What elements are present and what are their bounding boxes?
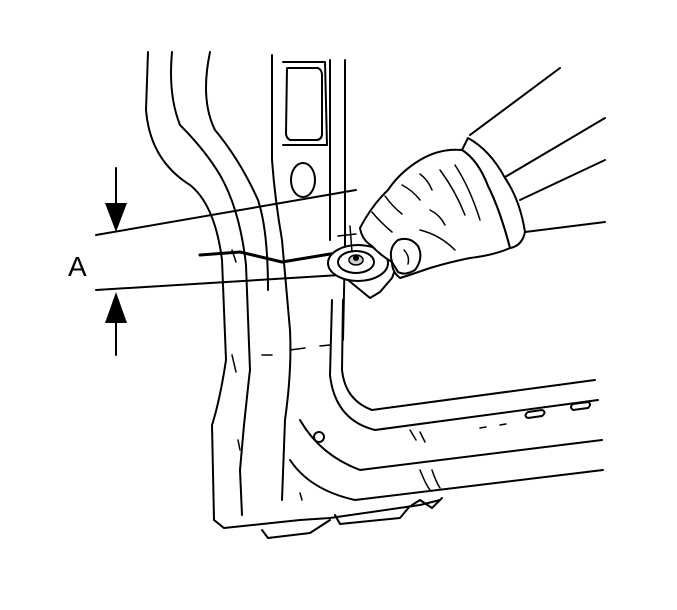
dimension-extension-bottom [95,274,341,291]
arrow-down-icon [105,167,127,232]
body-pillar [145,51,604,539]
dimension-extension-top [95,189,357,236]
gloved-hand-icon [359,67,606,279]
cutoff-wheel-icon [327,225,399,299]
arrow-up-icon [105,292,127,356]
dimension-label: A [68,251,87,282]
dimension-a: A [68,167,357,356]
